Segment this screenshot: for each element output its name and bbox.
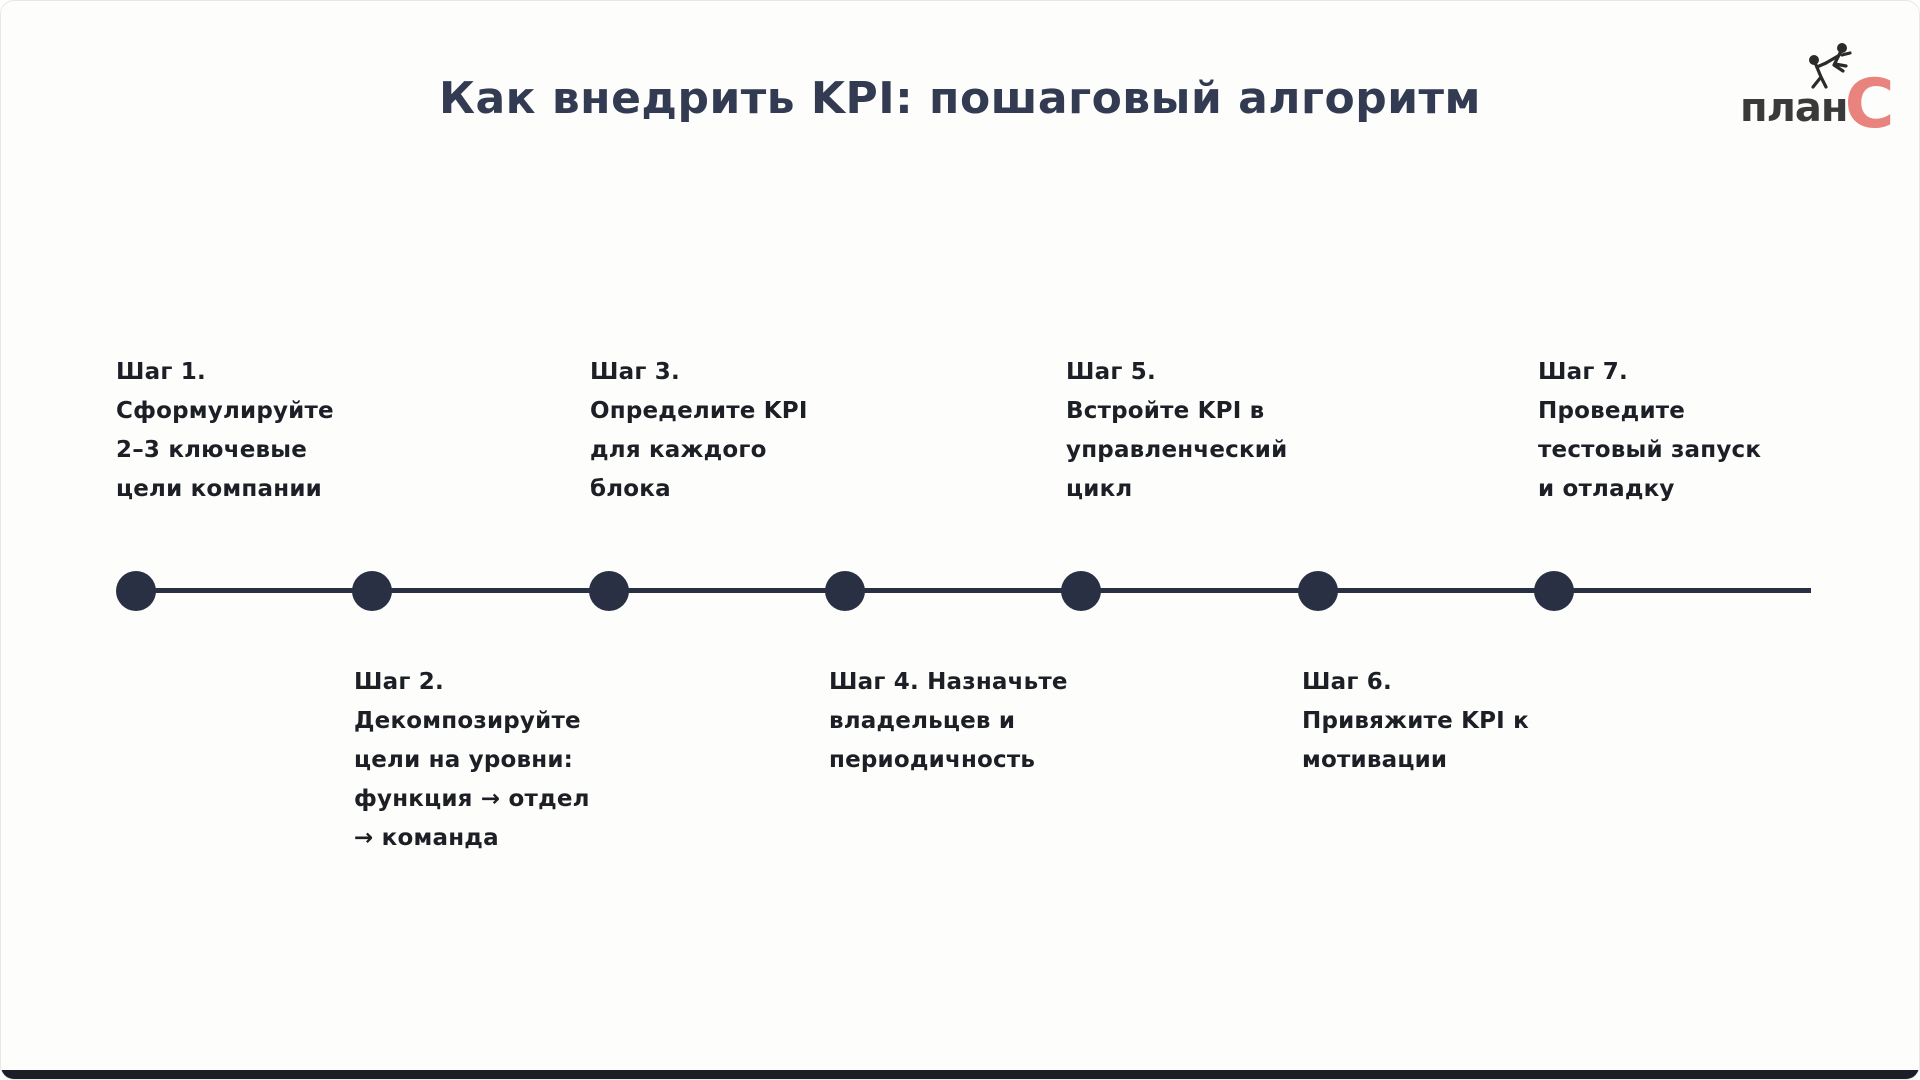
logo-text-accent: С: [1844, 65, 1895, 144]
timeline-dot-7: [1534, 571, 1574, 611]
timeline-dot-4: [825, 571, 865, 611]
timeline-dot-3: [589, 571, 629, 611]
timeline-dot-6: [1298, 571, 1338, 611]
bottom-border: [1, 1070, 1919, 1079]
timeline-dot-5: [1061, 571, 1101, 611]
timeline-dot-2: [352, 571, 392, 611]
step-3-label: Шаг 3. Определите KPI для каждого блока: [590, 359, 808, 502]
step-6-label: Шаг 6. Привяжите KPI к мотивации: [1302, 669, 1529, 773]
timeline-dot-1: [116, 571, 156, 611]
step-2-label: Шаг 2. Декомпозируйте цели на уровни: фу…: [354, 669, 590, 851]
timeline-line: [136, 588, 1811, 593]
step-1-label: Шаг 1. Сформулируйте 2–3 ключевые цели к…: [116, 359, 334, 502]
page-title: Как внедрить KPI: пошаговый алгоритм: [438, 73, 1482, 124]
step-5-label: Шаг 5. Встройте KPI в управленческий цик…: [1066, 359, 1288, 502]
logo: планС: [1740, 39, 1905, 139]
step-4-label: Шаг 4. Назначьте владельцев и периодично…: [829, 669, 1068, 773]
logo-text-dark: план: [1740, 85, 1849, 131]
logo-wordmark: планС: [1740, 71, 1894, 139]
people-helping-climb-icon: [1809, 43, 1852, 89]
step-7-label: Шаг 7. Проведите тестовый запуск и отлад…: [1538, 359, 1762, 502]
